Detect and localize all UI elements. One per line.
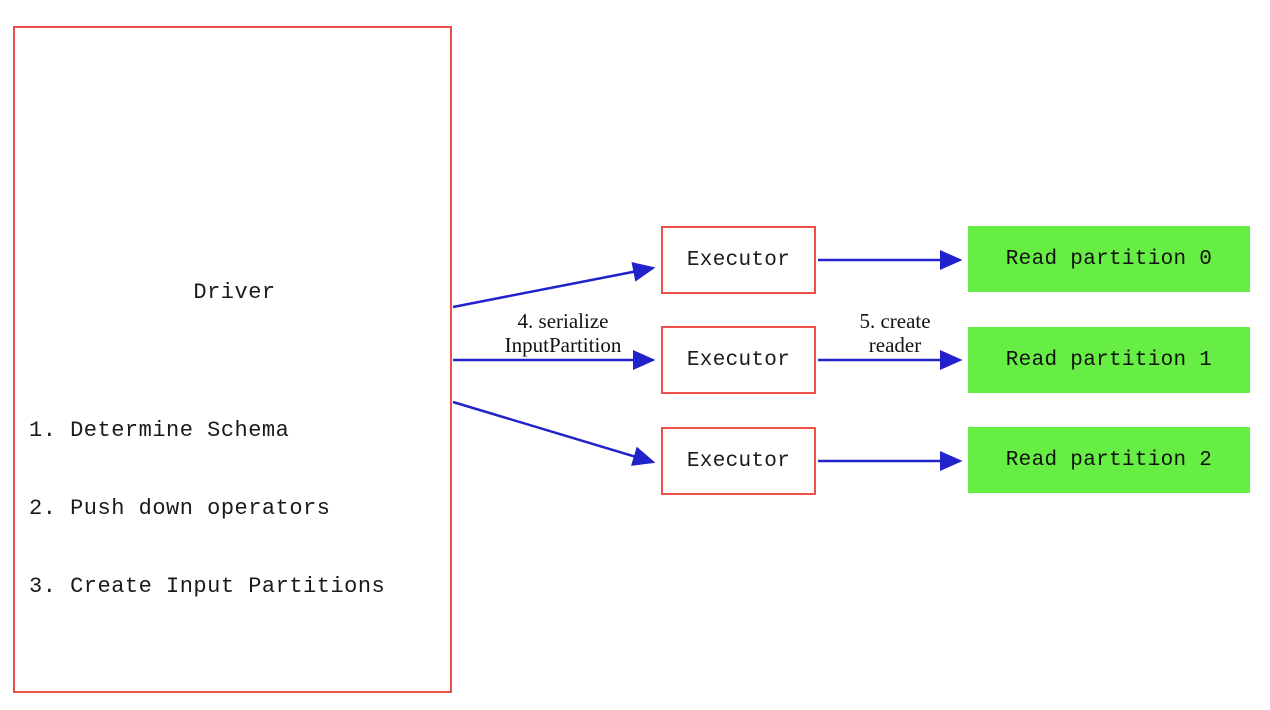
read-partition-box-1: Read partition 1 [968,327,1250,393]
arrow-label-create-reader-line-1: 5. create [859,309,931,333]
driver-step-2: 2. Push down operators [29,496,331,521]
executor-box-2: Executor [661,427,816,495]
driver-step-1: 1. Determine Schema [29,418,290,443]
arrow-label-serialize: 4. serialize InputPartition [463,309,663,357]
executor-box-0: Executor [661,226,816,294]
arrow-label-create-reader-line-2: reader [868,333,922,357]
arrow-driver-to-executor-0 [452,262,656,309]
driver-step-3: 3. Create Input Partitions [29,574,386,599]
arrow-label-serialize-line-2: InputPartition [504,333,622,357]
read-partition-box-0: Read partition 0 [968,226,1250,292]
driver-title: Driver [193,280,276,305]
executor-box-1: Executor [661,326,816,394]
arrow-label-create-reader: 5. create reader [830,309,960,357]
read-partition-box-2: Read partition 2 [968,427,1250,493]
arrow-driver-to-executor-2 [452,400,656,466]
driver-box: Driver 1. Determine Schema 2. Push down … [13,26,452,693]
arrow-label-serialize-line-1: 4. serialize [517,309,609,333]
driver-steps-list: 1. Determine Schema 2. Push down operato… [29,366,385,652]
